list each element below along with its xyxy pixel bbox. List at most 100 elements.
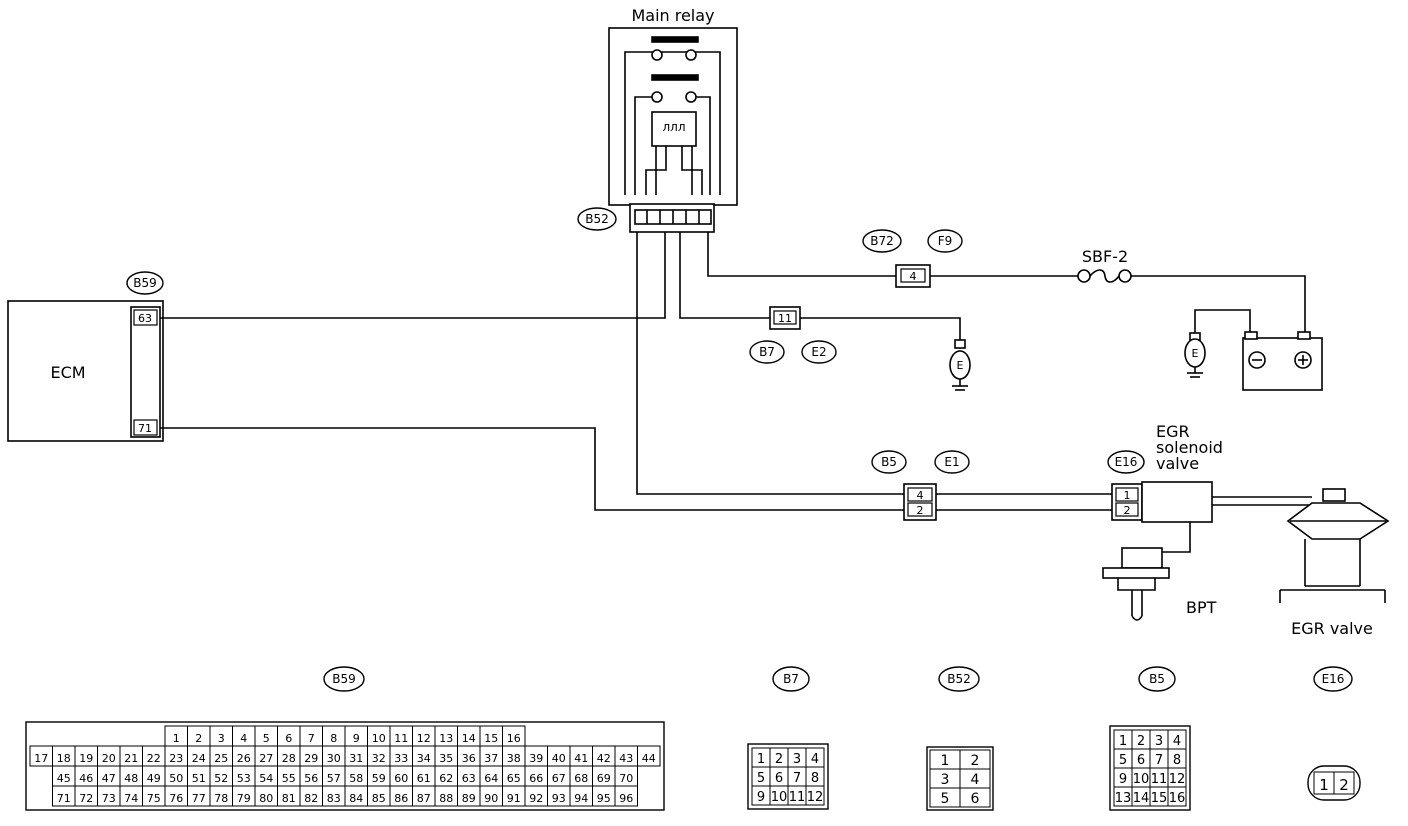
tag-f9-text: F9 bbox=[938, 234, 953, 248]
connector-pin-number: 5 bbox=[941, 791, 950, 807]
connector-pin-number: 89 bbox=[462, 792, 476, 805]
tag-e2: E2 bbox=[801, 340, 837, 364]
tag-b7: B7 bbox=[749, 340, 785, 364]
connector-pin-number: 2 bbox=[775, 752, 783, 767]
connector-pin-number: 49 bbox=[147, 772, 161, 785]
ecm-box bbox=[7, 300, 164, 442]
connector-pin-number: 9 bbox=[757, 790, 765, 805]
ecm-label: ECM bbox=[50, 363, 85, 382]
egr-solenoid-body bbox=[1141, 481, 1213, 523]
connector-pin-number: 13 bbox=[439, 732, 453, 745]
connector-pin-number: 93 bbox=[552, 792, 566, 805]
connector-pin-number: 7 bbox=[1155, 753, 1163, 768]
connector-pin-number: 69 bbox=[597, 772, 611, 785]
connector-pin-number: 2 bbox=[1137, 734, 1145, 749]
bpt-vacuum-line bbox=[1162, 520, 1191, 553]
connector-pin-number: 20 bbox=[102, 752, 116, 765]
connector-pin-number: 44 bbox=[642, 752, 656, 765]
connector-pin-number: 52 bbox=[214, 772, 228, 785]
connector-pin-number: 8 bbox=[1173, 753, 1181, 768]
relay-inner-line-b bbox=[696, 96, 711, 195]
connector-pin-number: 56 bbox=[304, 772, 318, 785]
connector-pin-number: 39 bbox=[529, 752, 543, 765]
connector-pin-number: 38 bbox=[507, 752, 521, 765]
connector-pin-number: 53 bbox=[237, 772, 251, 785]
tag-b72-text: B72 bbox=[870, 234, 894, 248]
connector-pin-number: 87 bbox=[417, 792, 431, 805]
connector-cavity bbox=[805, 785, 825, 806]
connector-pin-number: 63 bbox=[462, 772, 476, 785]
connector-pin-number: 40 bbox=[552, 752, 566, 765]
relay-contact-1a bbox=[651, 49, 663, 61]
connector-pin-number: 72 bbox=[79, 792, 93, 805]
ecm-connector bbox=[130, 306, 161, 438]
connector-cavity bbox=[637, 745, 661, 767]
egr-valve bbox=[1279, 488, 1390, 603]
connector-pin-number: 1 bbox=[173, 732, 180, 745]
connector-pin-number: 74 bbox=[124, 792, 138, 805]
battery-terminal-neg bbox=[1244, 331, 1258, 340]
connector-pin-number: 50 bbox=[169, 772, 183, 785]
wire-relay-b7 bbox=[679, 232, 770, 319]
bpt-valve bbox=[1102, 547, 1170, 621]
connector-cavity bbox=[959, 787, 991, 808]
connector-pin-number: 55 bbox=[282, 772, 296, 785]
tag-view-e16: E16 bbox=[1313, 666, 1353, 692]
connector-pin-number: 2 bbox=[1339, 776, 1349, 794]
ecm-pin-71: 71 bbox=[138, 422, 152, 435]
tag-view-e16-text: E16 bbox=[1322, 672, 1345, 686]
main-relay-box bbox=[608, 27, 738, 206]
connector-pin-number: 35 bbox=[439, 752, 453, 765]
ecm-pin-71-box bbox=[133, 419, 158, 436]
relay-contact-2b bbox=[685, 91, 697, 103]
egr-solenoid-pin-2: 2 bbox=[1124, 504, 1131, 517]
connector-b72-pin: 4 bbox=[910, 270, 917, 283]
connector-pin-number: 8 bbox=[330, 732, 337, 745]
connector-pin-number: 30 bbox=[327, 752, 341, 765]
connector-pin-number: 13 bbox=[1115, 791, 1132, 806]
wire-ecm71-b5-2 bbox=[160, 427, 904, 511]
relay-coil bbox=[651, 111, 697, 147]
connector-pin-number: 18 bbox=[57, 752, 71, 765]
connector-pin-number: 23 bbox=[169, 752, 183, 765]
connector-b5-pin2-box bbox=[907, 502, 933, 517]
main-relay: ллл bbox=[608, 27, 738, 233]
wire-fuse-battery bbox=[1130, 275, 1306, 338]
relay-terminal-block bbox=[629, 203, 715, 233]
connector-pin-number: 2 bbox=[195, 732, 202, 745]
connector-pin-number: 6 bbox=[285, 732, 292, 745]
connector-pin-number: 65 bbox=[507, 772, 521, 785]
connector-pin-number: 5 bbox=[757, 771, 765, 786]
connector-pin-number: 75 bbox=[147, 792, 161, 805]
connector-pin-number: 8 bbox=[811, 771, 819, 786]
connector-pin-number: 1 bbox=[941, 753, 950, 769]
connector-cavity bbox=[614, 785, 638, 807]
connector-pin-number: 58 bbox=[349, 772, 363, 785]
connector-pin-number: 37 bbox=[484, 752, 498, 765]
egr-solenoid-label-3: valve bbox=[1156, 454, 1199, 473]
connector-pin-number: 79 bbox=[237, 792, 251, 805]
relay-inner-line-a bbox=[634, 96, 652, 195]
connector-pin-number: 61 bbox=[417, 772, 431, 785]
connector-pin-number: 7 bbox=[793, 771, 801, 786]
tag-view-b52-text: B52 bbox=[947, 672, 971, 686]
connector-pin-number: 27 bbox=[259, 752, 273, 765]
connector-pin-number: 86 bbox=[394, 792, 408, 805]
relay-contact-bar-1 bbox=[651, 36, 699, 43]
connector-pin-number: 7 bbox=[308, 732, 315, 745]
connector-pin-number: 96 bbox=[619, 792, 633, 805]
egr-solenoid-label-1: EGR bbox=[1156, 422, 1190, 441]
connector-pin-number: 5 bbox=[1119, 753, 1127, 768]
connector-pin-number: 78 bbox=[214, 792, 228, 805]
connector-pin-number: 68 bbox=[574, 772, 588, 785]
connector-pin-number: 67 bbox=[552, 772, 566, 785]
connector-pin-number: 90 bbox=[484, 792, 498, 805]
battery-ground-wire bbox=[1194, 309, 1251, 338]
connector-pin-number: 3 bbox=[1155, 734, 1163, 749]
fuse-sbf2 bbox=[1077, 269, 1132, 283]
connector-pin-number: 80 bbox=[259, 792, 273, 805]
connector-pin-number: 46 bbox=[79, 772, 93, 785]
connector-pin-number: 92 bbox=[529, 792, 543, 805]
